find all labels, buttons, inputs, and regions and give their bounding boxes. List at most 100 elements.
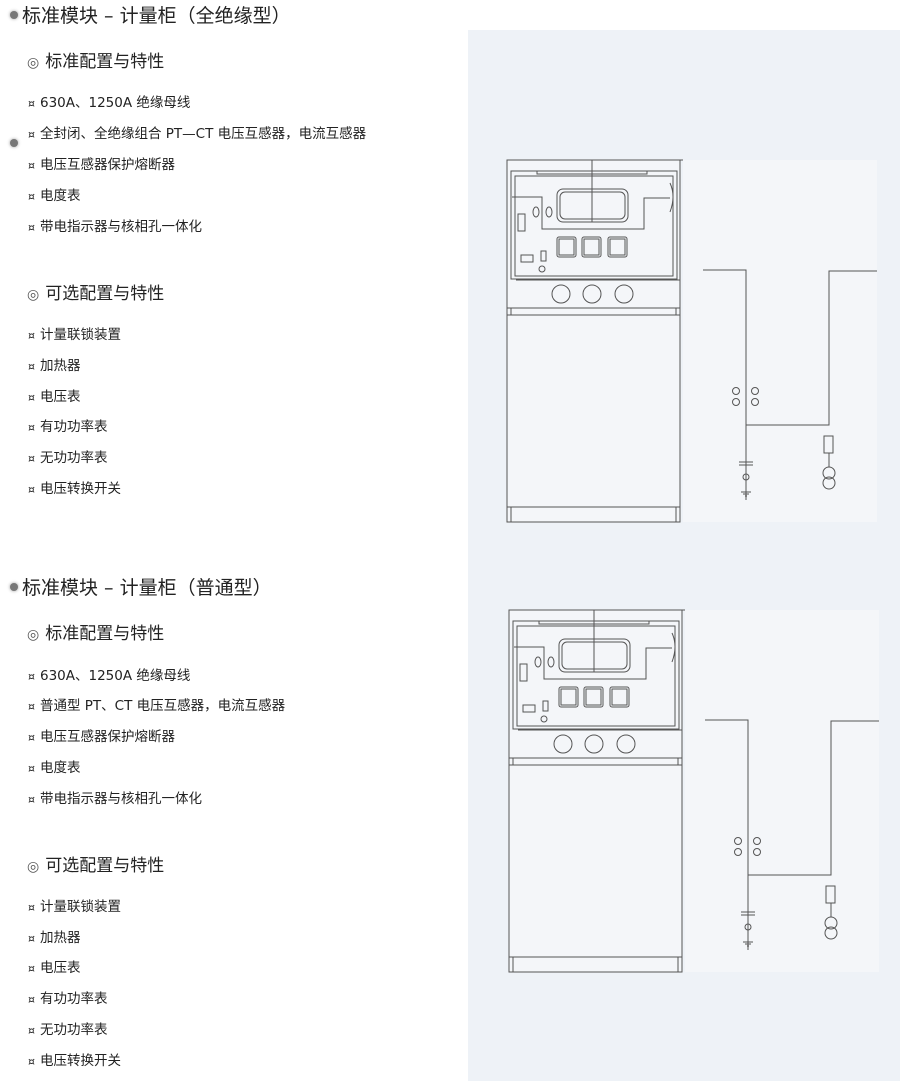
fuse	[517, 213, 526, 232]
feature-item-text: 630A、1250A 绝缘母线	[40, 95, 191, 111]
feature-item: ¤ 电度表	[28, 759, 81, 778]
feature-item: ¤ 带电指示器与核相孔一体化	[28, 790, 202, 809]
feature-item: ¤电度表	[28, 187, 81, 206]
meter-button-inner	[609, 238, 626, 256]
feature-item: ¤电压互感器保护熔断器	[28, 728, 175, 747]
handle	[669, 182, 674, 213]
busbar-left	[705, 719, 749, 950]
meter-button	[583, 686, 604, 708]
feature-item-text: 电压表	[40, 389, 81, 405]
diagram-background	[683, 160, 877, 522]
group-heading-text: 可选配置与特性	[45, 856, 165, 876]
group-heading: ◎标准配置与特性	[27, 51, 164, 74]
busbar-right	[748, 720, 879, 876]
feature-item: ¤电压转换开关	[28, 1052, 121, 1071]
currency-sign-icon: ¤	[28, 360, 35, 373]
meter-window-inner	[559, 191, 626, 220]
group-heading-text: 标准配置与特性	[45, 624, 165, 644]
group-heading: ◎可选配置与特性	[27, 855, 164, 878]
feature-item-text: 电压转换开关	[40, 1053, 121, 1069]
feature-item: ¤计量联锁装置	[28, 898, 121, 917]
current-transformer	[753, 848, 761, 856]
section-title: 标准模块 – 计量柜（全绝缘型）	[10, 4, 291, 28]
feature-item: ¤ 有功功率表	[28, 418, 108, 437]
feature-item: ¤电压表	[28, 388, 81, 407]
meter-button	[609, 686, 630, 708]
feature-item-text: 有功功率表	[40, 419, 108, 435]
currency-sign-icon: ¤	[28, 762, 35, 775]
feature-item: ¤ 630A、1250A 绝缘母线	[28, 94, 190, 113]
group-heading: ◎ 标准配置与特性	[27, 623, 164, 646]
meter-button	[607, 236, 628, 258]
current-transformer	[751, 398, 759, 406]
indicator-lamp	[584, 734, 604, 754]
feature-item-text: 加热器	[40, 358, 81, 374]
fuse	[823, 435, 834, 454]
handle	[671, 632, 676, 663]
indicator-lamp	[551, 284, 571, 304]
voltage-transformer	[822, 476, 836, 490]
double-circle-icon: ◎	[27, 627, 40, 643]
currency-sign-icon: ¤	[28, 901, 35, 914]
feature-item-text: 630A、1250A 绝缘母线	[40, 668, 191, 684]
voltage-transformer	[824, 926, 838, 940]
cabinet-drawing-full-insulated	[506, 159, 877, 523]
feature-item-text: 带电指示器与核相孔一体化	[40, 791, 202, 807]
current-transformer	[753, 837, 761, 845]
feature-item-text: 普通型 PT、CT 电压互感器，电流互感器	[40, 698, 286, 714]
cabinet-outline	[506, 159, 681, 523]
meter-button-inner	[560, 688, 577, 706]
currency-sign-icon: ¤	[28, 97, 35, 110]
feature-item-text: 电度表	[40, 760, 81, 776]
meter-button	[556, 236, 577, 258]
feature-item: ¤ 无功功率表	[28, 449, 108, 468]
indicator	[742, 473, 750, 481]
indicator	[532, 206, 540, 218]
busbar-left	[703, 269, 747, 500]
indicator	[534, 656, 542, 668]
current-transformer	[751, 387, 759, 395]
meter-window	[558, 638, 631, 673]
meter-window-inner	[561, 641, 628, 670]
indicator	[545, 206, 553, 218]
fuse	[540, 250, 547, 262]
currency-sign-icon: ¤	[28, 670, 35, 683]
fuse	[825, 885, 836, 904]
currency-sign-icon: ¤	[28, 483, 35, 496]
feature-item-text: 全封闭、全绝缘组合 PT—CT 电压互感器，电流互感器	[40, 126, 367, 142]
cabinet-drawing-standard	[508, 609, 879, 973]
group-heading: ◎可选配置与特性	[27, 283, 164, 306]
instrument-panel	[514, 175, 674, 277]
currency-sign-icon: ¤	[28, 159, 35, 172]
feature-item: ¤ 计量联锁装置	[28, 326, 121, 345]
fuse	[542, 700, 549, 712]
feature-item: ¤ 普通型 PT、CT 电压互感器，电流互感器	[28, 697, 285, 716]
indicator-lamp	[616, 734, 636, 754]
diagram-background	[685, 610, 879, 972]
feature-item: ¤无功功率表	[28, 1021, 108, 1040]
feature-item-text: 电压表	[40, 960, 81, 976]
meter-button	[581, 236, 602, 258]
feature-item: ¤ 电压转换开关	[28, 480, 121, 499]
filled-dot-icon	[10, 582, 18, 591]
currency-sign-icon: ¤	[28, 793, 35, 806]
feature-item: ¤ 630A、1250A 绝缘母线	[28, 667, 190, 686]
currency-sign-icon: ¤	[28, 421, 35, 434]
meter-button-inner	[611, 688, 628, 706]
feature-item: ¤加热器	[28, 929, 81, 948]
meter-window	[556, 188, 629, 223]
currency-sign-icon: ¤	[28, 452, 35, 465]
feature-item: ¤ 加热器	[28, 357, 81, 376]
feature-item-text: 计量联锁装置	[40, 327, 121, 343]
currency-sign-icon: ¤	[28, 993, 35, 1006]
meter-button-inner	[585, 688, 602, 706]
meter-button-inner	[558, 238, 575, 256]
feature-item-text: 无功功率表	[40, 450, 108, 466]
currency-sign-icon: ¤	[28, 329, 35, 342]
instrument-panel	[516, 625, 676, 727]
feature-item-text: 电压转换开关	[40, 481, 121, 497]
section-title-text: 标准模块 – 计量柜（全绝缘型）	[22, 5, 291, 27]
currency-sign-icon: ¤	[28, 700, 35, 713]
indicator-lamp	[553, 734, 573, 754]
indicator-lamp	[582, 284, 602, 304]
